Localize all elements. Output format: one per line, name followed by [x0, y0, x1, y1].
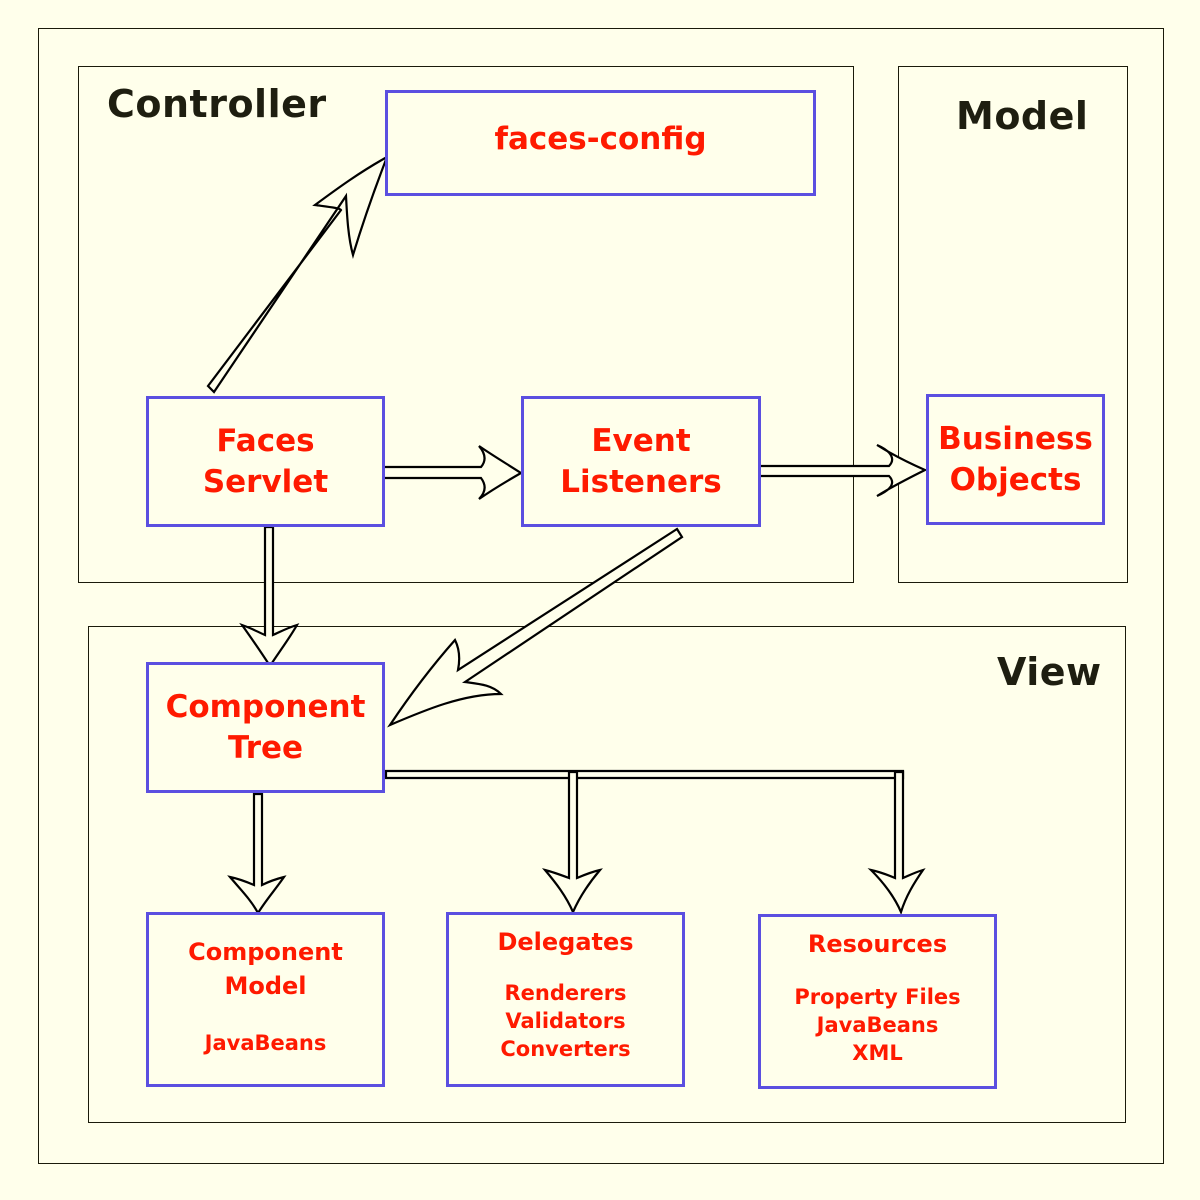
component-model-title-1: Component — [188, 938, 343, 966]
component-tree-line-1: Component — [165, 688, 366, 725]
resources-item: JavaBeans — [816, 1013, 939, 1037]
node-faces-servlet: Faces Servlet — [146, 396, 385, 527]
controller-section-title: Controller — [107, 82, 327, 126]
node-event-listeners: Event Listeners — [521, 396, 761, 527]
component-tree-line-2: Tree — [227, 729, 304, 766]
delegates-item: Converters — [500, 1037, 631, 1061]
model-section-title: Model — [956, 94, 1089, 138]
view-section-title: View — [997, 650, 1102, 694]
event-listeners-line-1: Event — [591, 422, 691, 459]
node-component-tree: Component Tree — [146, 662, 385, 793]
delegates-item: Renderers — [504, 981, 627, 1005]
model-section — [898, 66, 1128, 583]
node-delegates: Delegates Renderers Validators Converter… — [446, 912, 685, 1087]
node-component-model: Component Model JavaBeans — [146, 912, 385, 1087]
node-faces-config: faces-config — [385, 90, 816, 196]
node-business-objects: Business Objects — [926, 394, 1105, 525]
delegates-title: Delegates — [497, 928, 634, 956]
node-resources: Resources Property Files JavaBeans XML — [758, 914, 997, 1089]
event-listeners-line-2: Listeners — [560, 463, 722, 500]
outer-frame — [38, 28, 1164, 1164]
faces-servlet-line-2: Servlet — [202, 463, 329, 500]
component-model-item: JavaBeans — [204, 1031, 327, 1055]
faces-servlet-line-1: Faces — [216, 422, 315, 459]
business-objects-line-2: Objects — [949, 461, 1082, 498]
resources-item: Property Files — [794, 985, 961, 1009]
faces-config-label: faces-config — [494, 120, 707, 157]
resources-item: XML — [852, 1041, 903, 1065]
business-objects-line-1: Business — [938, 420, 1093, 457]
component-model-title-2: Model — [224, 972, 307, 1000]
resources-title: Resources — [807, 930, 948, 958]
delegates-item: Validators — [505, 1009, 626, 1033]
